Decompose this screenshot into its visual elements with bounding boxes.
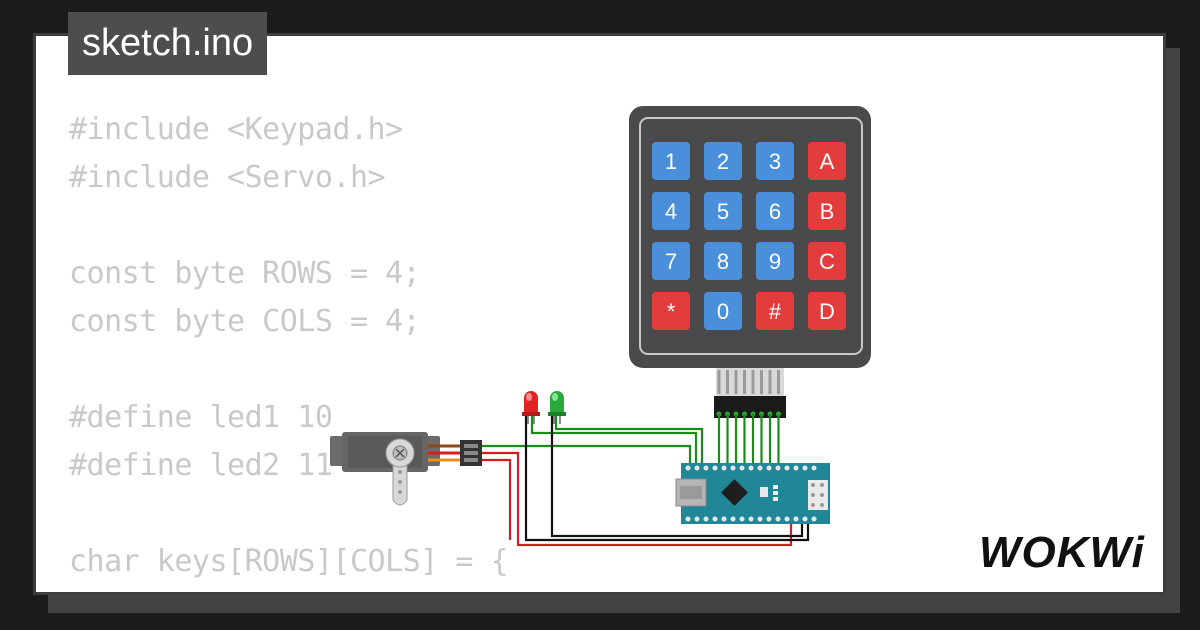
key-7[interactable]: 7 <box>652 242 690 280</box>
code-line: #define led1 10 <box>69 400 333 435</box>
key-label: 0 <box>717 299 729 324</box>
keypad-border <box>639 117 863 355</box>
code-line: char keys[ROWS][COLS] = { <box>69 544 509 579</box>
key-1[interactable]: 1 <box>652 142 690 180</box>
key-4[interactable]: 4 <box>652 192 690 230</box>
code-line: #include <Servo.h> <box>69 160 386 195</box>
code-line: #define led2 11 <box>69 448 333 483</box>
code-line: #include <Keypad.h> <box>69 112 403 147</box>
servo-motor[interactable] <box>330 432 482 506</box>
keypad-ribbon <box>714 368 786 418</box>
key-label: C <box>819 249 835 274</box>
key-label: 8 <box>717 249 729 274</box>
key-label: 6 <box>769 199 781 224</box>
key-label: 2 <box>717 149 729 174</box>
key-B[interactable]: B <box>808 192 846 230</box>
led-green[interactable] <box>548 391 566 424</box>
key-label: 5 <box>717 199 729 224</box>
wokwi-logo-text: WOKWi <box>979 528 1145 577</box>
key-6[interactable]: 6 <box>756 192 794 230</box>
code-preview: #include <Keypad.h> #include <Servo.h> con… <box>69 106 509 592</box>
key-label: 3 <box>769 149 781 174</box>
key-A[interactable]: A <box>808 142 846 180</box>
wires <box>482 414 810 547</box>
code-line: const byte ROWS = 4; <box>69 256 421 291</box>
key-2[interactable]: 2 <box>704 142 742 180</box>
preview-card: #include <Keypad.h> #include <Servo.h> con… <box>33 33 1166 595</box>
code-line: const byte COLS = 4; <box>69 304 421 339</box>
key-label: * <box>667 299 676 324</box>
key-8[interactable]: 8 <box>704 242 742 280</box>
wokwi-logo: WOKWi <box>979 528 1145 577</box>
key-5[interactable]: 5 <box>704 192 742 230</box>
key-star[interactable]: * <box>652 292 690 330</box>
key-label: D <box>819 299 835 324</box>
key-C[interactable]: C <box>808 242 846 280</box>
key-0[interactable]: 0 <box>704 292 742 330</box>
key-label: B <box>820 199 835 224</box>
key-label: 9 <box>769 249 781 274</box>
file-tab[interactable]: sketch.ino <box>68 12 268 75</box>
key-hash[interactable]: # <box>756 292 794 330</box>
key-9[interactable]: 9 <box>756 242 794 280</box>
led-red[interactable] <box>522 391 540 424</box>
key-label: 7 <box>665 249 677 274</box>
arduino-nano[interactable] <box>675 463 830 524</box>
key-3[interactable]: 3 <box>756 142 794 180</box>
key-D[interactable]: D <box>808 292 846 330</box>
key-label: 4 <box>665 199 677 224</box>
key-label: # <box>769 299 782 324</box>
key-label: 1 <box>665 149 677 174</box>
membrane-keypad[interactable]: 1 2 3 A 4 5 6 B 7 8 9 C * 0 # D <box>629 106 871 368</box>
keypad-keys: 1 2 3 A 4 5 6 B 7 8 9 C * 0 # D <box>652 142 846 330</box>
key-label: A <box>820 149 835 174</box>
